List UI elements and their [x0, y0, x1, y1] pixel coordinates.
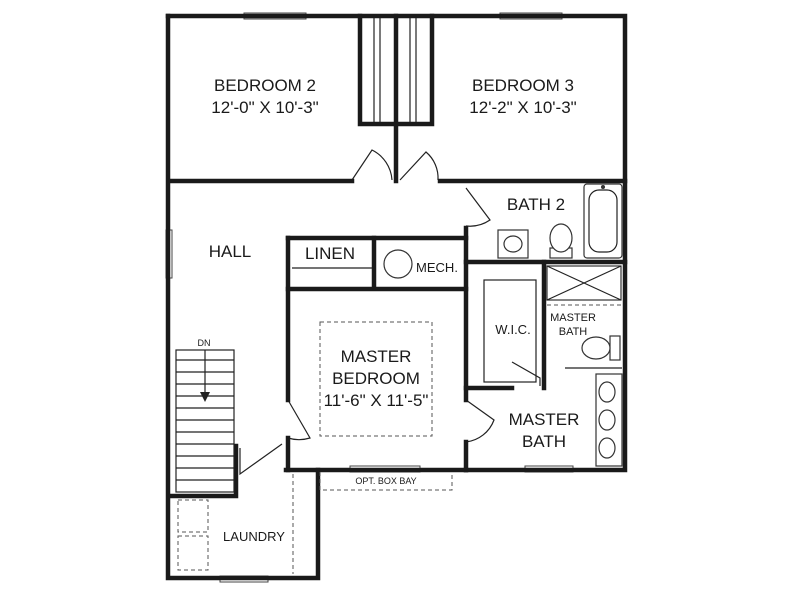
- bedroom2-name: BEDROOM 2: [214, 76, 316, 95]
- box-bay-outline: [319, 472, 453, 491]
- bedroom2-dims: 12'-0" X 10'-3": [211, 98, 318, 117]
- bedroom3-dims: 12'-2" X 10'-3": [469, 98, 576, 117]
- box-bay-label: OPT. BOX BAY: [355, 476, 416, 486]
- bath2-tub: [583, 183, 623, 259]
- door-wic: [511, 361, 541, 386]
- master-bedroom-dims: 11'-6" X 11'-5": [324, 391, 429, 410]
- stairs-dn-label: DN: [198, 338, 211, 348]
- master-toilet-tank: [609, 335, 621, 361]
- optional-lines: [319, 321, 453, 491]
- walls: [165, 13, 628, 581]
- hall-name: HALL: [209, 242, 252, 261]
- laundry-name: LAUNDRY: [223, 529, 285, 544]
- mech-name: MECH.: [416, 260, 458, 275]
- master-bedroom-line2: BEDROOM: [332, 369, 420, 388]
- exterior-wall-left-bottom: [165, 13, 321, 581]
- master-bath-small-line2: BATH: [559, 326, 588, 338]
- stair-laundry-wall: [167, 443, 239, 499]
- door-bath2: [465, 187, 491, 227]
- bath2-toilet-bowl: [549, 223, 573, 253]
- master-sink-2: [598, 409, 616, 431]
- master-bedroom-line1: MASTER: [341, 347, 412, 366]
- closet-walls: [357, 13, 435, 127]
- master-bath-line1: MASTER: [509, 410, 580, 429]
- door-laundry: [239, 443, 283, 476]
- bath2-sink: [503, 235, 523, 253]
- fixtures: [177, 183, 623, 574]
- stairs: [175, 349, 235, 493]
- master-sink-3: [598, 437, 616, 459]
- bedroom3-name: BEDROOM 3: [472, 76, 574, 95]
- door-master-bath: [465, 399, 495, 443]
- linen-name: LINEN: [305, 244, 355, 263]
- master-tray-ceiling: [319, 321, 433, 437]
- wic-shelf: [483, 279, 537, 383]
- doors: [239, 149, 541, 476]
- door-bedroom3: [399, 151, 439, 181]
- bath2-name: BATH 2: [507, 195, 565, 214]
- laundry-washer: [177, 499, 209, 533]
- door-master-bedroom: [287, 399, 311, 441]
- closet-details: [292, 18, 537, 383]
- mech-water-heater: [383, 249, 413, 279]
- master-toilet-bowl: [581, 336, 611, 360]
- wic-name: W.I.C.: [495, 322, 530, 337]
- labels: BEDROOM 2 12'-0" X 10'-3" BEDROOM 3 12'-…: [198, 76, 596, 544]
- door-bedroom2: [351, 149, 393, 181]
- master-bath-line2: BATH: [522, 432, 566, 451]
- stair-arrow-head: [200, 392, 210, 402]
- laundry-dryer: [177, 535, 209, 571]
- master-sink-1: [598, 381, 616, 403]
- master-bath-small-line1: MASTER: [550, 312, 596, 324]
